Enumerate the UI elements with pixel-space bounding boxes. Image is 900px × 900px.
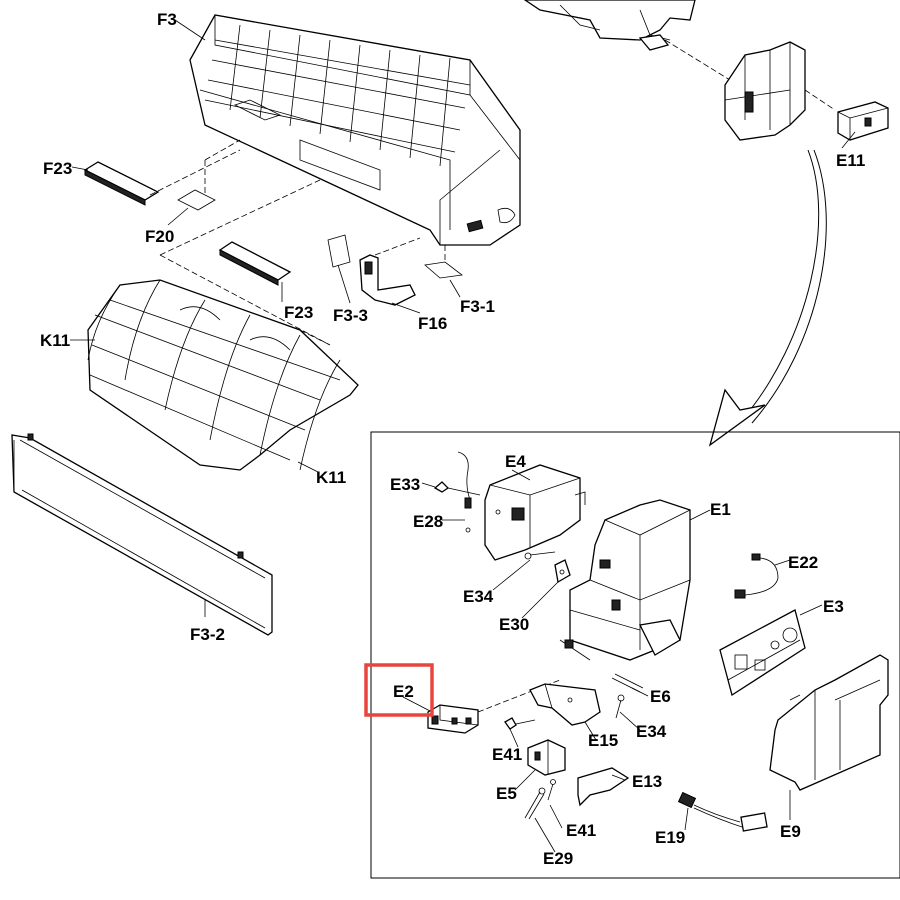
label-e34-upper: E34 bbox=[463, 587, 494, 606]
label-e15: E15 bbox=[588, 731, 618, 750]
label-k11-right: K11 bbox=[316, 468, 346, 487]
label-e2: E2 bbox=[393, 682, 414, 701]
part-e28 bbox=[457, 451, 472, 533]
label-e4: E4 bbox=[505, 452, 526, 471]
label-f3-1: F3-1 bbox=[460, 297, 495, 316]
control-box-upper bbox=[724, 41, 836, 141]
leader-lines-upper bbox=[70, 19, 856, 617]
part-e4 bbox=[484, 464, 586, 561]
label-e5: E5 bbox=[496, 784, 517, 803]
part-f23-lower bbox=[159, 179, 331, 346]
part-labels: F3 E11 F23 F20 F23 F3-3 F16 F3-1 K11 K11… bbox=[40, 10, 865, 868]
part-f16 bbox=[359, 237, 421, 306]
label-e34-lower: E34 bbox=[636, 722, 667, 741]
label-e33: E33 bbox=[390, 475, 420, 494]
part-f3-3 bbox=[327, 234, 351, 268]
part-e15 bbox=[529, 683, 601, 726]
part-e34-upper bbox=[524, 551, 556, 560]
part-f3-1 bbox=[424, 245, 464, 279]
detail-box bbox=[370, 431, 900, 879]
label-e29: E29 bbox=[543, 849, 573, 868]
part-e29 bbox=[524, 787, 546, 820]
label-f3-3: F3-3 bbox=[333, 306, 368, 325]
part-e19 bbox=[677, 791, 768, 832]
label-k11-left: K11 bbox=[40, 331, 70, 350]
part-e5 bbox=[527, 739, 566, 776]
part-e3 bbox=[719, 609, 806, 697]
highlight-box-e2 bbox=[364, 663, 434, 717]
label-f20: F20 bbox=[145, 227, 174, 246]
label-e19: E19 bbox=[655, 828, 685, 847]
part-e11 bbox=[837, 101, 889, 141]
part-e33 bbox=[433, 481, 481, 496]
exploded-view-arrow bbox=[708, 149, 827, 447]
label-e1: E1 bbox=[710, 500, 731, 519]
label-e41-upper: E41 bbox=[492, 745, 522, 764]
label-e11: E11 bbox=[836, 151, 865, 170]
part-e1 bbox=[559, 499, 691, 661]
label-f23-upper: F23 bbox=[43, 159, 72, 178]
part-e41-upper bbox=[504, 717, 536, 730]
part-e30 bbox=[554, 559, 571, 584]
label-e22: E22 bbox=[788, 553, 818, 572]
label-f3-2: F3-2 bbox=[190, 625, 225, 644]
part-e9 bbox=[769, 654, 889, 791]
label-e9: E9 bbox=[780, 822, 801, 841]
part-e13 bbox=[577, 767, 630, 807]
part-f23-upper bbox=[83, 149, 241, 206]
part-e34-lower bbox=[615, 694, 625, 719]
part-e22 bbox=[734, 553, 779, 599]
label-e13: E13 bbox=[632, 772, 662, 791]
label-f3: F3 bbox=[157, 10, 177, 29]
indoor-unit-body bbox=[189, 14, 521, 246]
label-e30: E30 bbox=[499, 615, 529, 634]
upper-internal-assembly bbox=[523, 0, 731, 81]
label-e6: E6 bbox=[650, 687, 671, 706]
leader-lines-detail bbox=[402, 469, 823, 853]
part-e41-lower bbox=[547, 779, 556, 801]
label-e28: E28 bbox=[413, 512, 443, 531]
air-filter-k11 bbox=[87, 279, 359, 471]
label-e41-lower: E41 bbox=[566, 821, 596, 840]
part-f20 bbox=[177, 139, 241, 211]
label-f23-lower: F23 bbox=[284, 303, 313, 322]
label-f16: F16 bbox=[418, 314, 447, 333]
part-e6 bbox=[611, 673, 644, 693]
front-panel-f3-2 bbox=[11, 433, 273, 636]
label-e3: E3 bbox=[823, 597, 844, 616]
